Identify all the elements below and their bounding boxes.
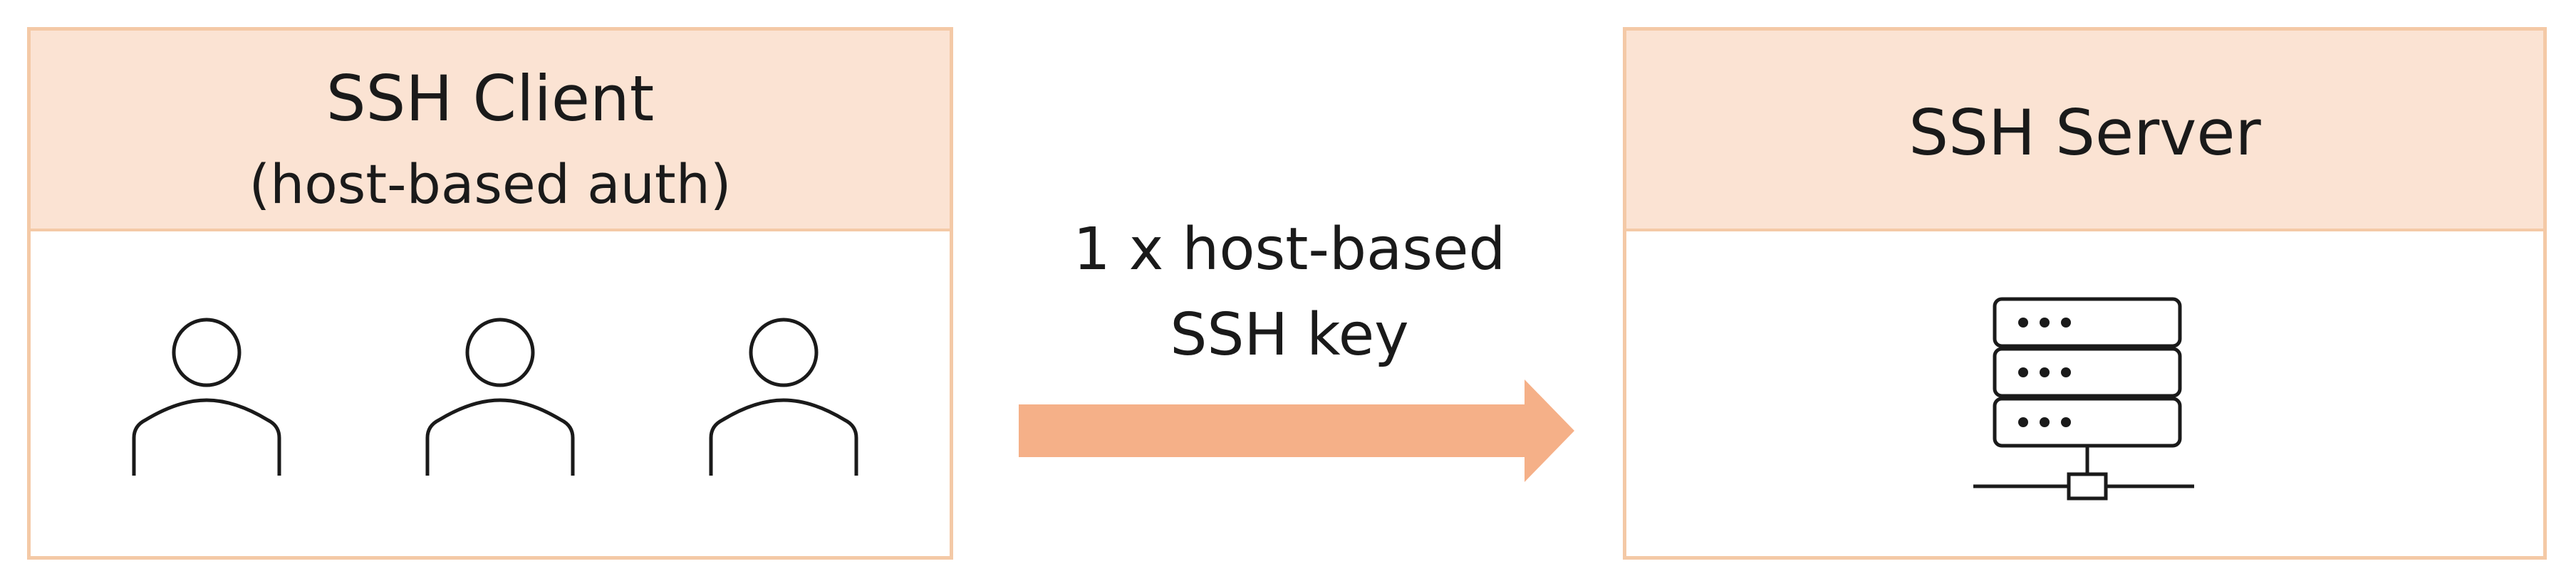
user-icon <box>132 318 281 476</box>
ssh-client-title: SSH Client <box>326 62 655 135</box>
ssh-client-subtitle: (host-based auth) <box>249 152 732 216</box>
server-icon <box>1973 297 2194 501</box>
ssh-server-box: SSH Server <box>1623 27 2547 560</box>
ssh-client-box: SSH Client (host-based auth) <box>27 27 953 560</box>
user-icon <box>425 318 575 476</box>
user-icon <box>709 318 858 476</box>
connection-label-line1: 1 x host-based <box>1073 216 1506 283</box>
connection-label-line2: SSH key <box>1170 301 1409 369</box>
ssh-server-title: SSH Server <box>1908 96 2261 169</box>
right-arrow-icon <box>1019 380 1574 482</box>
ssh-server-header: SSH Server <box>1626 31 2543 231</box>
ssh-client-header: SSH Client (host-based auth) <box>31 31 950 231</box>
